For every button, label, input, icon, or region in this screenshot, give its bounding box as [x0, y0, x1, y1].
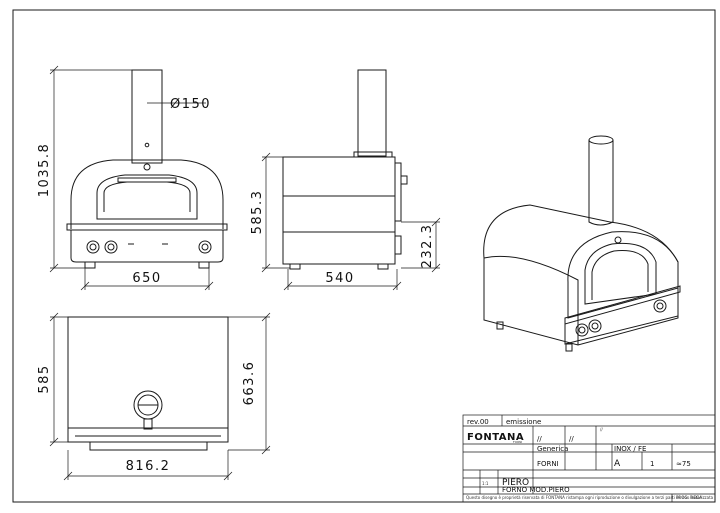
scale-value: 1:1	[482, 481, 489, 486]
side-view	[282, 69, 408, 270]
revision-label: rev.00	[467, 418, 489, 426]
emission-label: emissione	[506, 418, 541, 426]
format-value: A	[614, 459, 621, 469]
footer-note: Questo disegno è proprietà riservata di …	[466, 495, 714, 500]
part-name-value: PIERO	[502, 478, 529, 488]
brand-sub-logo: FORNI	[513, 440, 522, 444]
top-dimension-lines	[49, 312, 271, 481]
brand-logo: FONTANA	[467, 432, 524, 443]
material-value: INOX / FE	[614, 445, 646, 453]
side-dimension-lines	[261, 152, 441, 291]
description-value: FORNO MOD.PIERO	[502, 486, 570, 494]
side-height-label: 585.3	[250, 190, 265, 235]
flue-diameter-label: Ø150	[170, 97, 211, 112]
treatment-value: //	[600, 427, 603, 432]
door-height-label: 232.3	[420, 224, 435, 269]
side-depth-label: 540	[325, 271, 354, 286]
front-width-label: 650	[132, 271, 161, 286]
sheet-value: 1	[650, 460, 654, 468]
top-height-label: 663.6	[242, 361, 257, 406]
title-block	[462, 414, 716, 503]
field-2-value: //	[569, 435, 574, 443]
isometric-view	[483, 135, 681, 352]
top-depth-label: 585	[37, 364, 52, 393]
tolerance-value: Generica	[537, 445, 568, 453]
total-height-label: 1035.8	[37, 143, 52, 198]
series-value: FORNI	[537, 460, 559, 468]
field-1-value: //	[537, 435, 542, 443]
top-view	[67, 316, 229, 451]
top-width-label: 816.2	[126, 459, 171, 474]
weight-value: ≈75	[676, 460, 691, 468]
prog-label: PROG. PIEGA	[676, 495, 702, 500]
front-view	[66, 69, 228, 269]
sheet-border	[12, 9, 716, 503]
front-dimension-lines	[49, 65, 214, 291]
